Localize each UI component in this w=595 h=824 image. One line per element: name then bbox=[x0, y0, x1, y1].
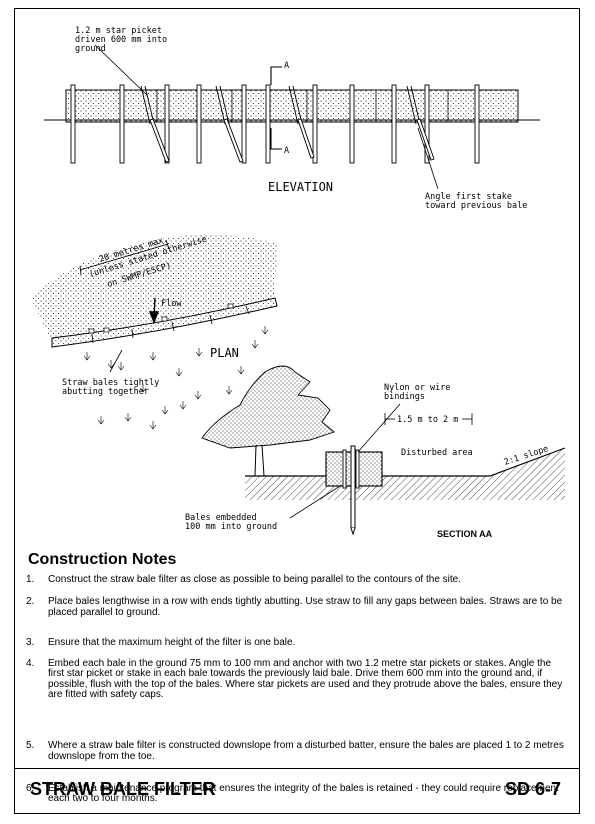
bale-bindings bbox=[140, 85, 421, 125]
note-item: 1. Construct the straw bale filter as clo… bbox=[26, 574, 566, 586]
note-number: 1. bbox=[26, 574, 35, 585]
disturbed-label: Disturbed area bbox=[401, 448, 473, 458]
stake-note-line-2: toward previous bale bbox=[425, 201, 527, 211]
note-text: Place bales lengthwise in a row with end… bbox=[48, 596, 563, 618]
section-marker-top: A bbox=[284, 61, 289, 71]
downslope-grass-marks bbox=[83, 326, 269, 430]
section-title: SECTION AA bbox=[437, 529, 493, 539]
bales-note-line-2: abutting together bbox=[62, 387, 149, 397]
picket-leader bbox=[94, 44, 148, 96]
plan-bale-joints bbox=[91, 305, 250, 344]
note-number: 4. bbox=[26, 657, 35, 669]
tree-canopy bbox=[201, 365, 335, 449]
plan-pickets bbox=[88, 303, 234, 334]
bales-leader bbox=[109, 349, 123, 373]
stake-leader bbox=[417, 127, 439, 190]
drawing-title: STRAW BALE FILTER bbox=[30, 779, 216, 799]
plan-title: PLAN bbox=[210, 346, 239, 360]
bale-joints bbox=[156, 90, 449, 122]
flow-arrow-icon bbox=[148, 297, 160, 324]
drawing-frame bbox=[14, 8, 580, 814]
drawing-code: SD 6-7 bbox=[504, 779, 561, 799]
ground-hatch bbox=[245, 448, 565, 500]
bales-note-line-1: Straw bales tightly bbox=[62, 378, 159, 388]
note-item: 6. Establish a maintenance program that e… bbox=[26, 782, 566, 805]
note-text: Where a straw bale filter is constructed… bbox=[48, 740, 564, 762]
elevation-title: ELEVATION bbox=[268, 180, 333, 194]
construction-notes-heading: Construction Notes bbox=[28, 551, 177, 568]
note-text: Establish a maintenance program that ens… bbox=[48, 782, 559, 804]
dimension-1-5m bbox=[384, 413, 473, 425]
stake-tip bbox=[350, 527, 356, 536]
star-pickets bbox=[70, 84, 480, 164]
drawing-canvas: 1.2 m star picket driven 600 mm into gro… bbox=[31, 26, 566, 539]
plan-view: 20 metres max. (unless stated otherwise … bbox=[31, 234, 278, 430]
bindings-note-line-1: Nylon or wire bbox=[384, 383, 451, 393]
note-item: 2. Place bales lengthwise in a row with e… bbox=[26, 596, 566, 618]
section-marker-bottom: A bbox=[284, 146, 289, 156]
section-view: Nylon or wire bindings 1.5 m to 2 m Dist… bbox=[185, 365, 566, 539]
embed-leader bbox=[289, 485, 341, 519]
note-text: Embed each bale in the ground 75 mm to 1… bbox=[48, 657, 563, 700]
section-stake bbox=[350, 445, 356, 529]
tree-trunk bbox=[254, 444, 265, 477]
picket-note-line-2: driven 600 mm into bbox=[75, 35, 167, 45]
bindings-note-line-2: bindings bbox=[384, 392, 425, 402]
note-text: Ensure that the maximum height of the fi… bbox=[48, 636, 296, 648]
picket-note-line-1: 1.2 m star picket bbox=[75, 26, 162, 36]
section-cut-marker bbox=[270, 66, 282, 150]
note-item: 4. Embed each bale in the ground 75 mm to… bbox=[26, 657, 566, 701]
section-bindings bbox=[342, 449, 360, 489]
note-number: 5. bbox=[26, 740, 35, 751]
flow-label: Flow bbox=[161, 299, 182, 309]
note-number: 3. bbox=[26, 636, 35, 648]
note-number: 6. bbox=[26, 782, 35, 794]
embed-note-line-1: Bales embedded bbox=[185, 513, 257, 523]
distance-label: 1.5 m to 2 m bbox=[397, 415, 458, 425]
note-item: 5. Where a straw bale filter is construct… bbox=[26, 740, 566, 762]
plan-upslope-area bbox=[31, 235, 278, 342]
elevation-bale-row bbox=[65, 89, 519, 123]
bindings-leader bbox=[357, 403, 401, 453]
footer-divider bbox=[14, 768, 580, 769]
angled-stakes bbox=[149, 118, 435, 163]
elevation-view: 1.2 m star picket driven 600 mm into gro… bbox=[44, 26, 540, 211]
embed-note-line-2: 100 mm into ground bbox=[185, 522, 277, 532]
dimension-20m bbox=[79, 239, 170, 276]
picket-note-line-3: ground bbox=[75, 44, 106, 54]
construction-notes-list: 1. Construct the straw bale filter as clo… bbox=[26, 574, 566, 805]
stake-note-line-1: Angle first stake bbox=[425, 192, 512, 202]
note-text: Construct the straw bale filter as close… bbox=[48, 574, 461, 585]
note-number: 2. bbox=[26, 596, 35, 607]
plan-bale-row bbox=[51, 297, 278, 348]
note-item: 3. Ensure that the maximum height of the … bbox=[26, 636, 566, 649]
